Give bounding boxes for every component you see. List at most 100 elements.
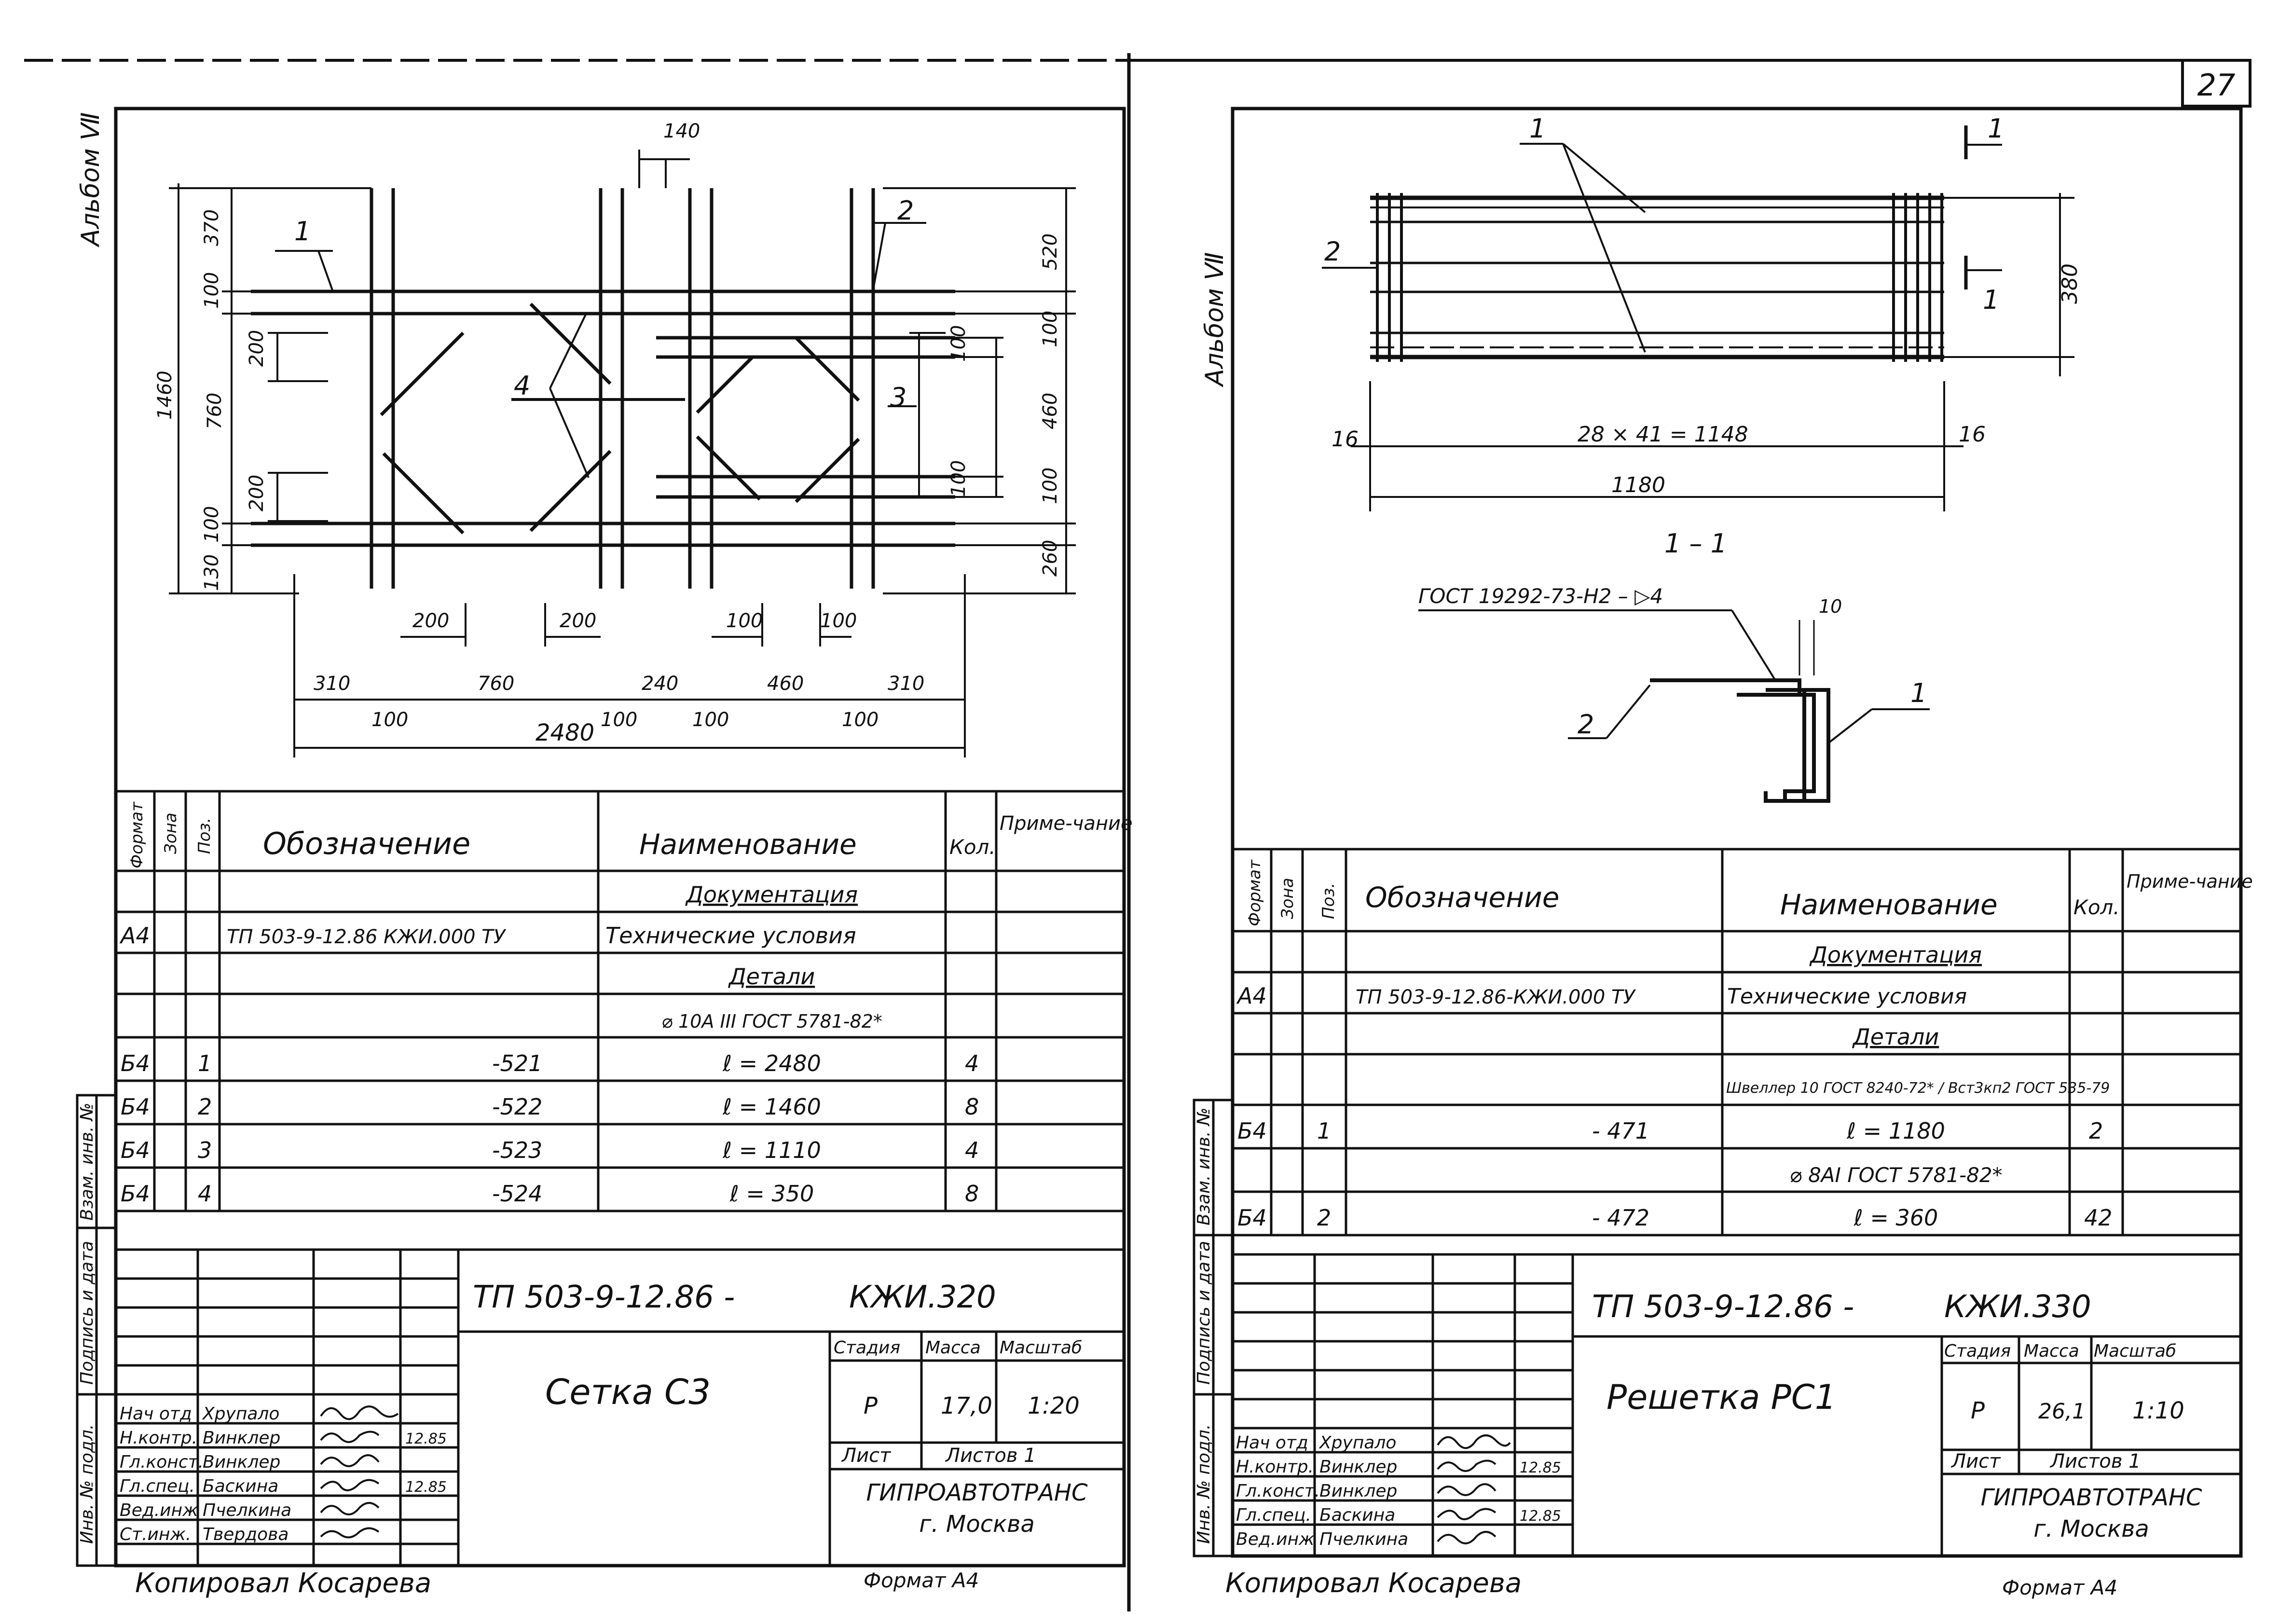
mesh-c3-drawing [169,150,1076,757]
right-p1-date: 12.85 [1520,1459,1561,1476]
left-dim-1460: 1460 [154,371,176,420]
right-scale: 1:10 [2132,1397,2184,1424]
left-h-format: Формат [127,801,147,868]
left-p3-role: Гл.спец. [120,1476,195,1496]
left-signatures [320,1405,399,1539]
right-row6-format: Б4 [1237,1205,1267,1231]
grating-rc1-drawing [1322,125,2074,803]
left-dim-240: 240 [642,673,678,695]
right-org: ГИПРОАВТОТРАНС [1980,1484,2202,1511]
right-dim-1148: 28 × 41 = 1148 [1578,422,1748,447]
left-spec-table [116,790,1124,1251]
right-sheet: Лист [1950,1450,2001,1473]
left-side-stamp-1: Подпись и дата [77,1241,97,1385]
left-h-designation: Обозначение [263,826,470,861]
left-row5-pos: 2 [198,1094,212,1120]
right-pos-2b: 2 [1578,709,1594,740]
left-dim-260: 260 [1039,540,1061,577]
left-p1-name: Винклер [203,1428,280,1448]
left-dim-200b: 200 [246,475,268,511]
right-sheets: Листов 1 [2049,1450,2141,1473]
right-row4-name: ℓ = 1180 [1846,1118,1945,1144]
right-row1-name: Технические условия [1727,984,1967,1009]
right-sec-1a: 1 [1988,113,2004,144]
left-h-qty: Кол. [949,835,996,859]
right-row6-designation: - 472 [1592,1205,1649,1231]
left-mass: 17,0 [941,1392,992,1419]
left-row6-designation: -523 [492,1137,542,1163]
left-row7-qty: 8 [965,1181,979,1207]
right-pos-1a: 1 [1529,113,1546,144]
left-p3-date: 12.85 [405,1479,447,1496]
left-dim-2480: 2480 [535,719,594,746]
right-stage: Р [1971,1397,1985,1424]
right-row6-pos: 2 [1317,1205,1331,1231]
left-stamp-code: ТП 503-9-12.86 - [473,1280,735,1315]
left-frame [114,107,1126,1568]
right-pos-2a: 2 [1324,236,1341,267]
left-p0-role: Нач отд [120,1404,192,1424]
right-p3-role: Гл.спец. [1236,1505,1311,1525]
left-p5-name: Твердова [203,1525,288,1544]
left-dim-310b: 310 [888,673,924,695]
right-signatures [1437,1434,1511,1544]
left-pos-2: 2 [897,195,914,226]
left-sheet: Альбом Ⅶ [76,107,1133,1599]
right-h-zone: Зона [1278,878,1297,919]
right-h-mass: Масса [2024,1341,2079,1361]
right-p3-date: 12.85 [1520,1508,1561,1525]
left-row4-name: ℓ = 2480 [722,1050,821,1076]
left-dim-460h: 460 [767,673,804,695]
right-p4-role: Вед.инж [1236,1529,1315,1549]
left-dim-760h: 760 [478,673,514,695]
left-side-stamp-0: Взам. инв. № [77,1103,97,1221]
right-h-stage: Стадия [1944,1341,2011,1361]
left-pos-4: 4 [514,371,530,401]
right-row4-pos: 1 [1317,1118,1331,1144]
left-h-pos: Поз. [195,818,214,854]
right-mass: 26,1 [2038,1399,2086,1424]
right-dim-1180: 1180 [1611,473,1665,497]
right-copied: Копировал Косарева [1225,1568,1522,1599]
left-dim-100r1: 100 [947,325,970,362]
left-row5-name: ℓ = 1460 [722,1094,821,1120]
right-row1-designation: ТП 503-9-12.86-КЖИ.000 ТУ [1356,986,1636,1008]
right-dim-16a: 16 [1332,427,1359,452]
right-dim-16b: 16 [1959,422,1986,447]
right-p1-name: Винклер [1319,1457,1397,1477]
right-row4-designation: - 471 [1592,1118,1649,1144]
right-row5-name: ⌀ 8АI ГОСТ 5781-82* [1789,1163,2002,1187]
left-row3-name: ⌀ 10А III ГОСТ 5781-82* [661,1011,882,1032]
left-row6-name: ℓ = 1110 [722,1137,821,1163]
left-p3-name: Баскина [203,1476,278,1496]
right-weld: ГОСТ 19292-73-Н2 – ▷4 [1418,584,1663,608]
left-pos-1: 1 [294,216,311,247]
left-city: г. Москва [919,1511,1035,1538]
left-dim-100g: 100 [692,709,729,731]
left-row5-format: Б4 [121,1094,150,1120]
right-p1-role: Н.контр. [1236,1457,1314,1477]
right-city: г. Москва [2033,1515,2149,1542]
left-row0-name: Документация [685,881,858,908]
right-side-stamp-2: Инв. № подл. [1194,1424,1214,1544]
left-h-zone: Зона [161,812,180,854]
left-row4-qty: 4 [965,1050,979,1076]
left-p1-role: Н.контр. [120,1428,197,1448]
left-h-name: Наименование [639,828,857,861]
left-dim-100r3: 100 [947,460,970,497]
left-h-stage: Стадия [834,1338,900,1358]
left-p4-role: Вед.инж [120,1500,198,1520]
right-dim-380: 380 [2058,263,2082,304]
right-h-scale: Масштаб [2094,1341,2176,1361]
right-side-stamp-0: Взам. инв. № [1194,1108,1214,1225]
left-row5-qty: 8 [965,1094,979,1120]
left-dim-100d: 100 [820,610,857,632]
left-dim-100h: 100 [842,709,879,731]
left-sheet: Лист [841,1445,892,1467]
right-stamp-title: Решетка РС1 [1606,1377,1836,1417]
left-dim-200d: 200 [560,610,596,632]
right-p0-role: Нач отд [1236,1433,1308,1453]
right-p2-name: Винклер [1319,1481,1397,1501]
left-dim-100r4: 100 [1039,468,1061,504]
left-p1-date: 12.85 [405,1431,447,1447]
